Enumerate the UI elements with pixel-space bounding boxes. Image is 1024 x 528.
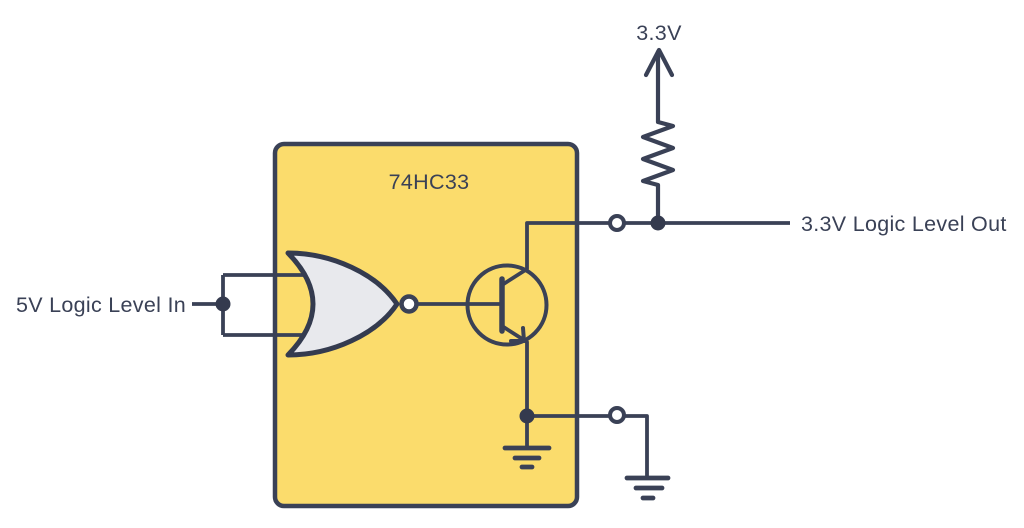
input-label: 5V Logic Level In bbox=[16, 293, 186, 317]
output-junction-dot bbox=[650, 215, 666, 231]
nor-gate-inversion-bubble bbox=[399, 294, 419, 314]
supply-arrow-icon bbox=[643, 47, 675, 78]
chip-ground-icon bbox=[502, 445, 552, 470]
npn-transistor-icon bbox=[465, 263, 549, 347]
output-ground-icon bbox=[624, 475, 671, 501]
chip-body bbox=[272, 141, 580, 509]
emitter-arrowhead bbox=[509, 326, 526, 343]
resistor-zigzag bbox=[640, 49, 676, 226]
output-label: 3.3V Logic Level Out bbox=[801, 212, 1007, 236]
output-terminal-pin bbox=[608, 214, 626, 232]
nor-gate-icon bbox=[285, 250, 419, 358]
emitter-junction-dot bbox=[519, 408, 535, 424]
nor-gate-body bbox=[285, 250, 400, 358]
chip-label: 74HC33 bbox=[389, 170, 470, 194]
supply-rail-label: 3.3V bbox=[636, 21, 682, 45]
input-junction-dot bbox=[215, 296, 231, 312]
pull-up-resistor-icon bbox=[640, 49, 676, 226]
supply-arrowhead bbox=[643, 47, 675, 78]
transistor-circle bbox=[465, 263, 549, 347]
ground-terminal-pin bbox=[608, 406, 626, 424]
